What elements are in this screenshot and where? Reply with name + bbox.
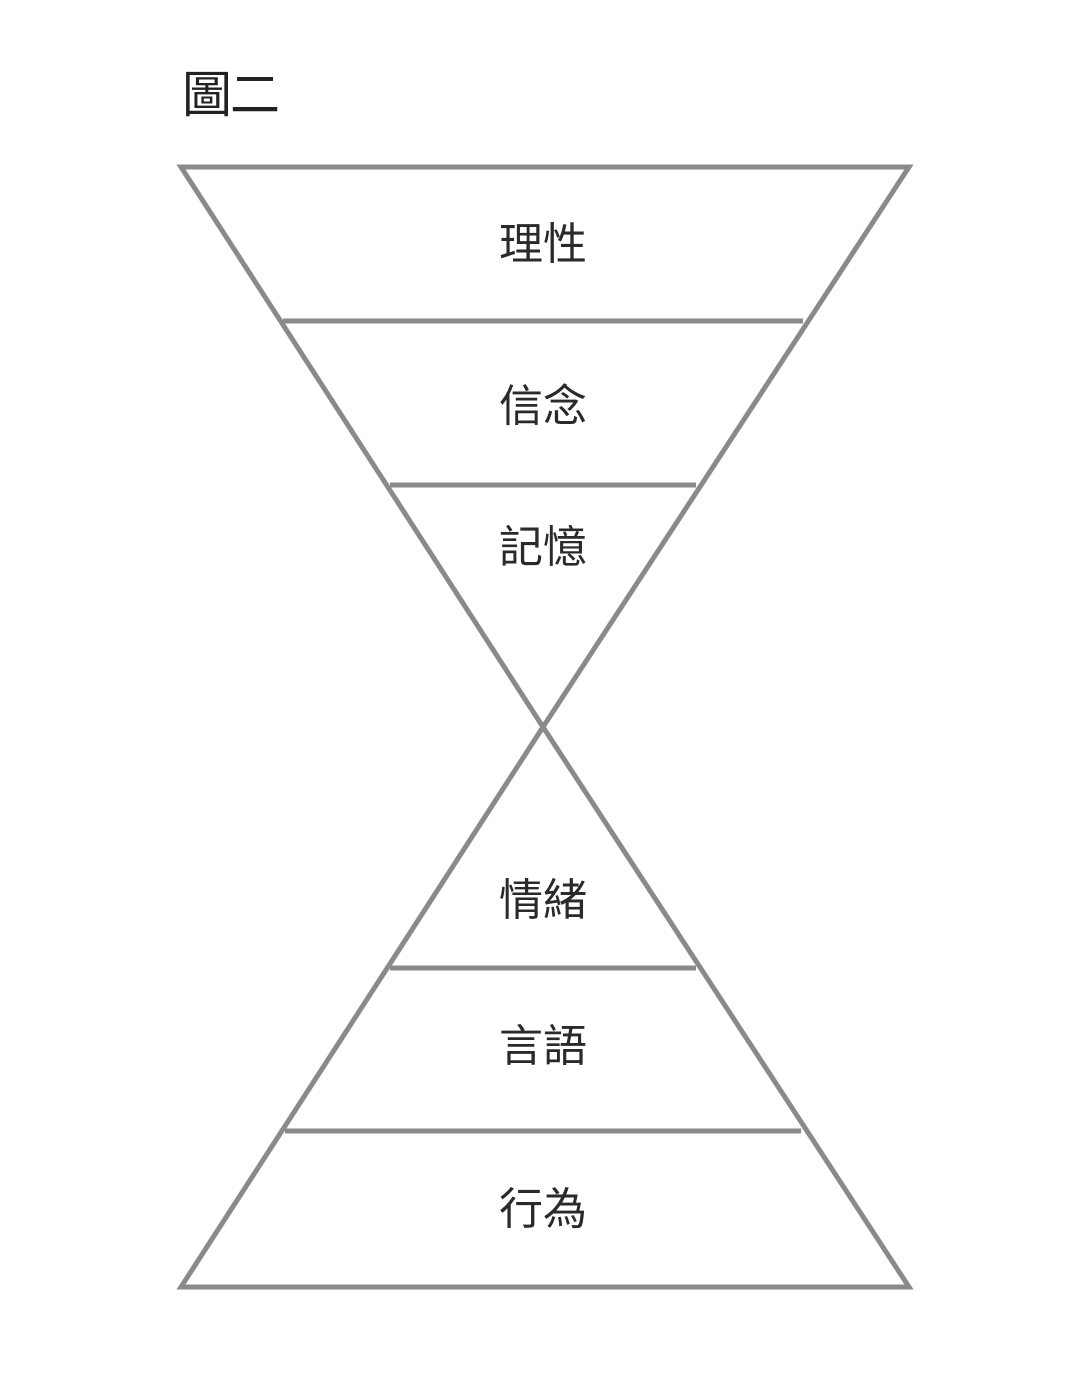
layer-label-emotion: 情緒 [499, 875, 587, 926]
layer-label-reason: 理性 [499, 219, 587, 270]
layer-label-speech: 言語 [499, 1021, 587, 1072]
figure-title: 圖二 [182, 66, 280, 124]
layer-label-memory: 記憶 [499, 522, 587, 573]
layer-label-belief: 信念 [499, 381, 587, 432]
lower-triangle [176, 722, 914, 1290]
upper-triangle [176, 164, 914, 732]
layer-label-behavior: 行為 [499, 1184, 587, 1235]
